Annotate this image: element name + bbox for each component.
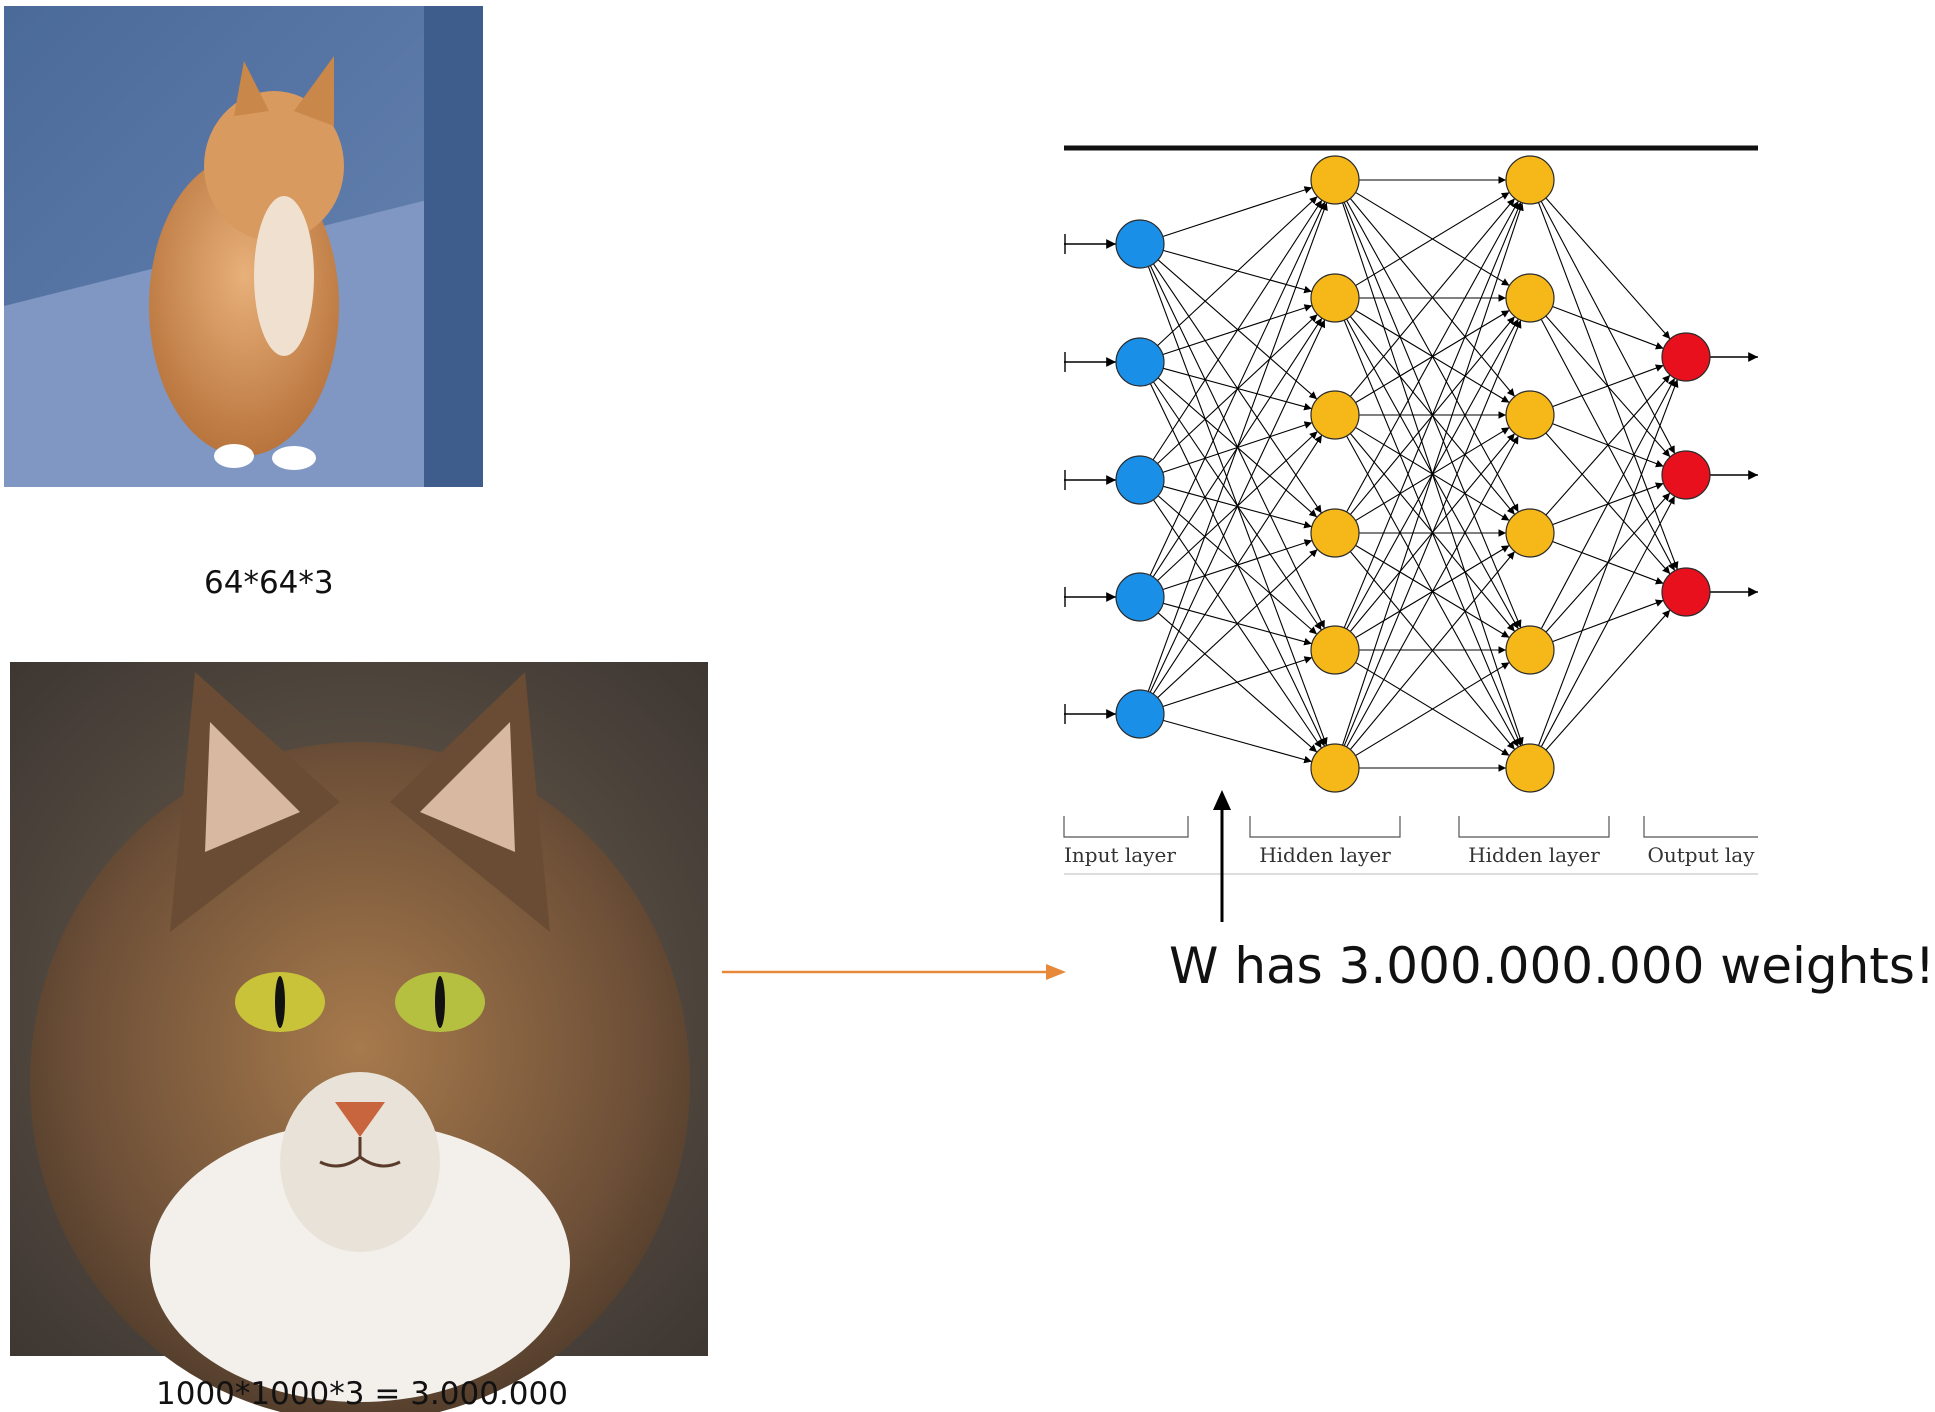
network-connections — [1064, 176, 1758, 772]
connection-line — [1152, 199, 1323, 461]
connection-line — [1545, 609, 1671, 751]
connection-line — [1162, 186, 1313, 238]
connection-line — [1355, 191, 1510, 287]
connection-line — [1349, 198, 1516, 397]
connection-line — [1349, 551, 1516, 750]
connection-line — [1157, 195, 1318, 347]
connection-line — [1538, 379, 1679, 746]
network-node — [1505, 508, 1555, 558]
layer-label: Input layer — [1064, 843, 1176, 867]
layer-labels: Input layer Hidden layer Hidden layer Outpu… — [1063, 816, 1758, 875]
connection-line — [1147, 202, 1328, 692]
connection-line — [1162, 719, 1313, 764]
connection-line — [1152, 434, 1323, 695]
connection-line — [1157, 548, 1318, 699]
connection-line — [1540, 495, 1676, 748]
connection-line — [1149, 319, 1326, 693]
network-node — [1115, 337, 1165, 387]
network-node — [1310, 508, 1360, 558]
neural-network-diagram: Input layer Hidden layer Hidden layer Outpu… — [1063, 145, 1758, 875]
large-image-caption: 1000*1000*3 = 3.000.000 — [156, 1376, 568, 1412]
layer-bracket — [1063, 816, 1189, 838]
network-node — [1505, 390, 1555, 440]
connection-line — [1355, 661, 1510, 757]
layer-label: Hidden layer — [1468, 843, 1600, 867]
layer-bracket — [1249, 816, 1401, 838]
connection-line — [1342, 202, 1524, 746]
network-node — [1661, 567, 1711, 617]
right-arrow — [722, 964, 1066, 980]
network-node — [1310, 155, 1360, 205]
connection-line — [1343, 201, 1522, 629]
network-node — [1505, 743, 1555, 793]
connection-line — [1545, 197, 1671, 340]
network-node — [1310, 390, 1360, 440]
network-node — [1115, 455, 1165, 505]
network-node — [1310, 625, 1360, 675]
network-node — [1310, 273, 1360, 323]
connection-line — [1343, 319, 1522, 747]
layer-bracket — [1458, 816, 1610, 838]
layer-label: Output lay — [1647, 843, 1755, 867]
connection-line — [1346, 435, 1519, 748]
connection-line — [1552, 305, 1664, 350]
network-node — [1505, 155, 1555, 205]
connection-line — [1540, 377, 1676, 630]
network-nodes — [1115, 155, 1711, 793]
small-cat-image — [4, 6, 483, 487]
connection-line — [1545, 374, 1671, 516]
network-node — [1661, 450, 1711, 500]
connection-line — [1149, 201, 1326, 576]
small-image-caption: 64*64*3 — [204, 565, 334, 601]
network-node — [1115, 572, 1165, 622]
network-node — [1505, 273, 1555, 323]
network-node — [1115, 689, 1165, 739]
layer-label: Hidden layer — [1259, 843, 1391, 867]
network-node — [1505, 625, 1555, 675]
large-cat-image — [10, 662, 708, 1412]
network-node — [1661, 332, 1711, 382]
network-node — [1310, 743, 1360, 793]
weights-annotation: W has 3.000.000.000 weights! — [1169, 937, 1935, 995]
connection-line — [1346, 200, 1519, 513]
connection-line — [1552, 364, 1664, 408]
layer-bracket — [1643, 816, 1758, 838]
connection-line — [1162, 656, 1313, 708]
network-node — [1115, 219, 1165, 269]
